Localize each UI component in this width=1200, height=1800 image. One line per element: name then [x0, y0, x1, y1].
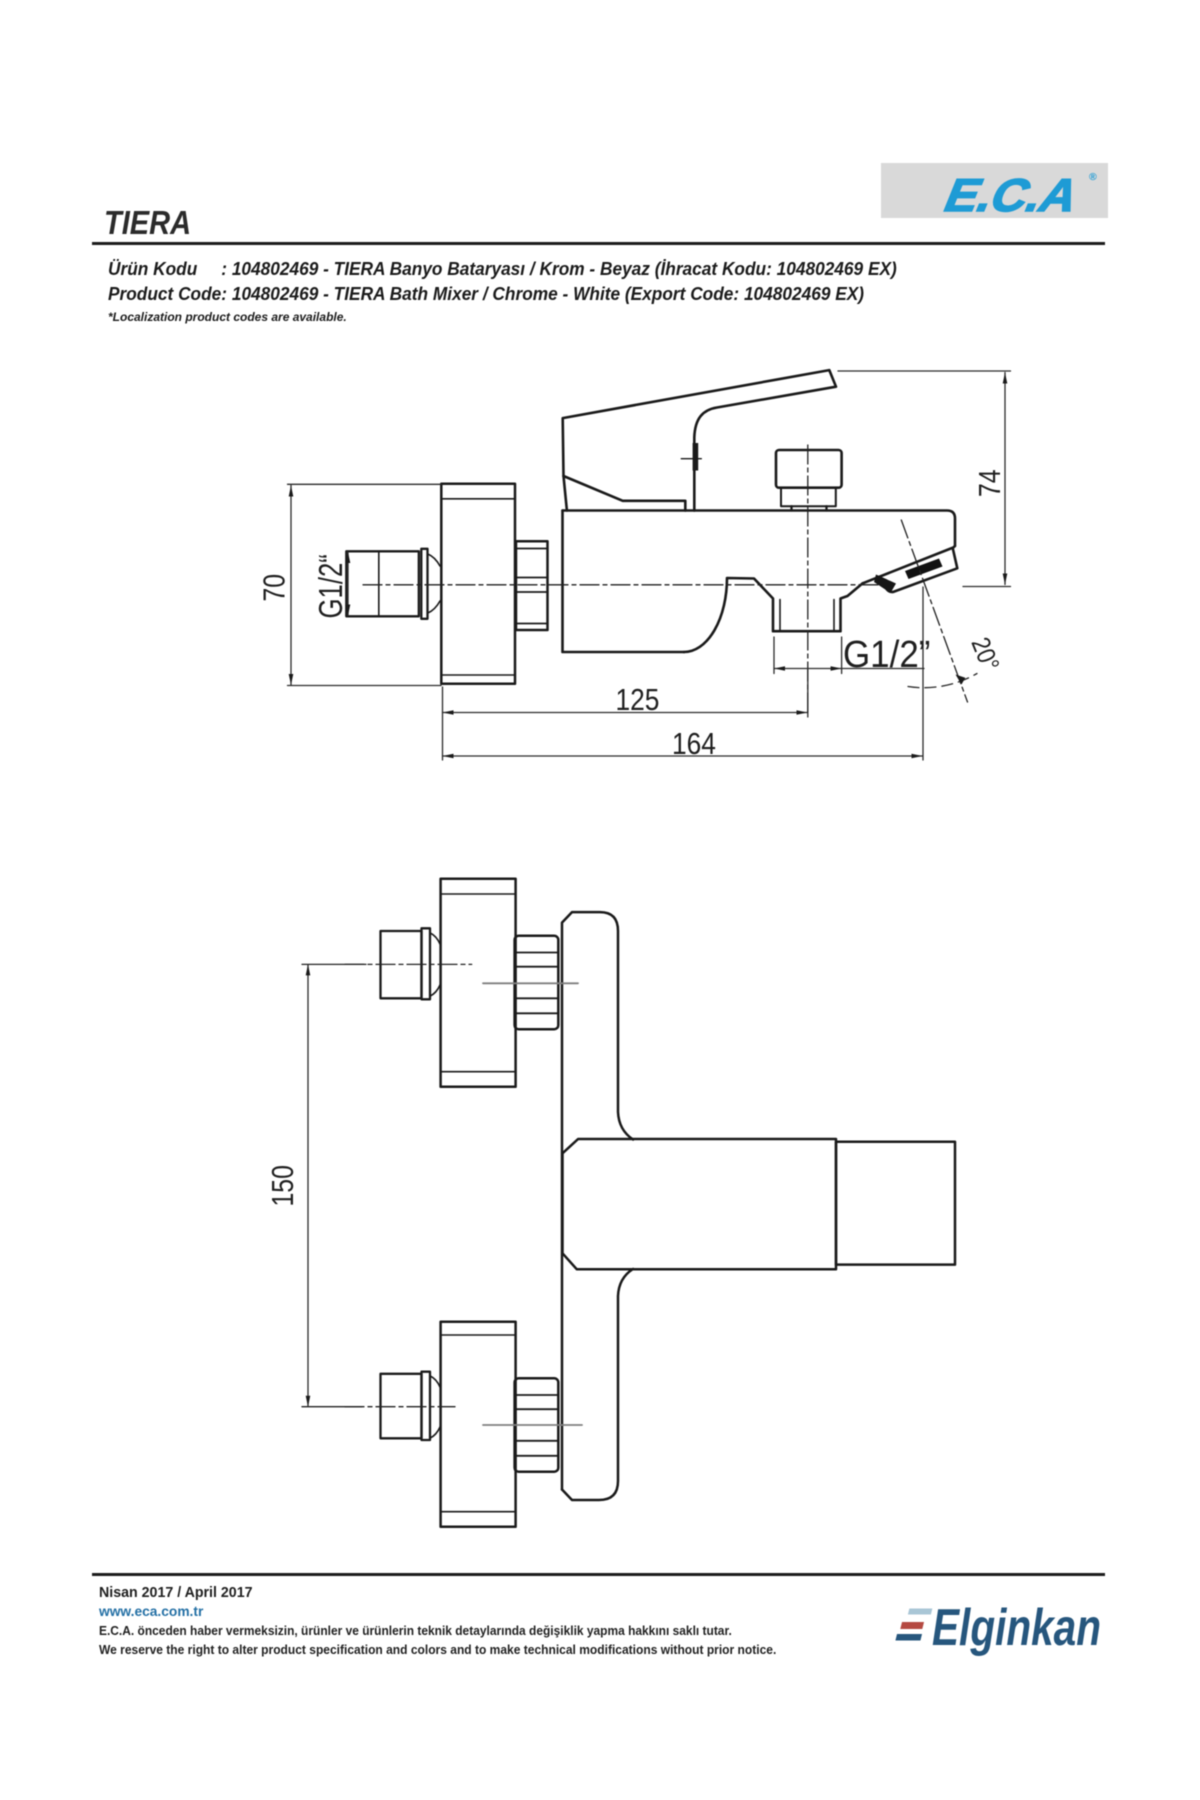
svg-text:G1/2“: G1/2“ — [313, 554, 350, 618]
svg-text:70: 70 — [257, 574, 291, 602]
svg-text:E.C.A: E.C.A — [937, 171, 1088, 217]
svg-text:20°: 20° — [965, 634, 1004, 676]
svg-text:74: 74 — [972, 469, 1006, 497]
svg-text:G1/2”: G1/2” — [843, 633, 930, 676]
svg-text:®: ® — [1089, 171, 1097, 183]
svg-text:150: 150 — [265, 1165, 299, 1206]
svg-text:Elginkan: Elginkan — [932, 1599, 1101, 1657]
svg-text:125: 125 — [616, 683, 660, 717]
svg-text:164: 164 — [672, 727, 716, 761]
